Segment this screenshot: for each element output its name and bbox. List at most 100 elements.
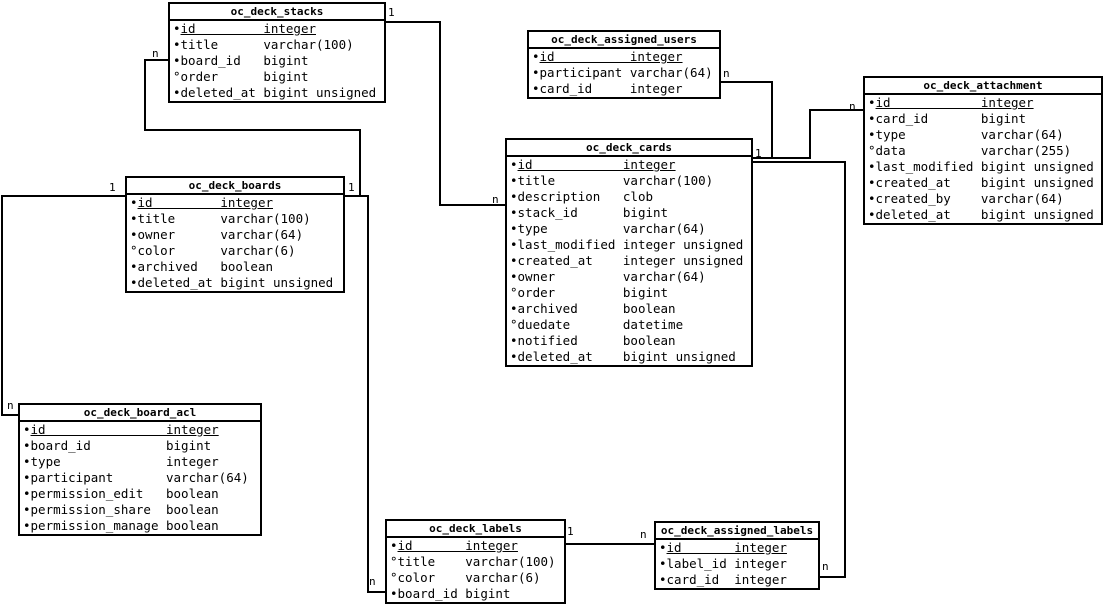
table-oc-deck-cards: oc_deck_cards •id integer•title varchar(…: [505, 138, 753, 367]
field-name-and-type: archived boolean: [517, 301, 676, 316]
field-name-and-type: permission_edit boolean: [30, 486, 219, 501]
field-row: °data varchar(255): [865, 143, 1101, 159]
field-name-and-type: card_id bigint: [875, 111, 1027, 126]
field-name-and-type: color varchar(6): [397, 570, 541, 585]
table-fields: •id integer°title varchar(100)°color var…: [387, 538, 564, 602]
cardinality-label: 1: [348, 181, 355, 194]
cardinality-label: 1: [755, 147, 762, 160]
required-bullet-icon: •: [130, 275, 138, 290]
field-name-and-type: color varchar(6): [137, 243, 296, 258]
required-bullet-icon: •: [510, 237, 518, 252]
field-row: °color varchar(6): [387, 570, 564, 586]
required-bullet-icon: •: [659, 556, 667, 571]
field-row: •owner varchar(64): [507, 269, 751, 285]
required-bullet-icon: •: [532, 81, 540, 96]
field-name-and-type: deleted_at bigint unsigned: [180, 85, 377, 100]
required-bullet-icon: •: [23, 486, 31, 501]
required-bullet-icon: •: [510, 189, 518, 204]
table-fields: •id integer•title varchar(100)•board_id …: [170, 21, 384, 101]
field-name-and-type: deleted_at bigint unsigned: [875, 207, 1094, 222]
cardinality-label: n: [152, 47, 159, 60]
table-title: oc_deck_boards: [127, 178, 343, 195]
connection-boards-board-acl: [1, 195, 125, 416]
required-bullet-icon: •: [510, 221, 518, 236]
field-name-and-type: owner varchar(64): [137, 227, 304, 242]
table-fields: •id integer•participant varchar(64)•card…: [529, 49, 719, 97]
required-bullet-icon: •: [390, 538, 398, 553]
field-name-and-type: type integer: [30, 454, 219, 469]
field-row: •id integer: [865, 95, 1101, 111]
field-name-and-type: id integer: [666, 540, 787, 555]
cardinality-label: n: [723, 67, 730, 80]
field-name-and-type: owner varchar(64): [517, 269, 706, 284]
required-bullet-icon: •: [510, 173, 518, 188]
field-row: •archived boolean: [127, 259, 343, 275]
field-name-and-type: stack_id bigint: [517, 205, 669, 220]
field-row: •created_at bigint unsigned: [865, 175, 1101, 191]
field-name-and-type: created_at bigint unsigned: [875, 175, 1094, 190]
field-row: •created_by varchar(64): [865, 191, 1101, 207]
table-oc-deck-assigned-labels: oc_deck_assigned_labels •id integer•labe…: [654, 521, 820, 590]
field-row: •board_id bigint: [387, 586, 564, 602]
table-title: oc_deck_board_acl: [20, 405, 260, 422]
cardinality-label: n: [849, 100, 856, 113]
required-bullet-icon: •: [23, 422, 31, 437]
field-row: •description clob: [507, 189, 751, 205]
field-row: •deleted_at bigint unsigned: [507, 349, 751, 365]
field-name-and-type: title varchar(100): [180, 37, 354, 52]
field-name-and-type: created_by varchar(64): [875, 191, 1064, 206]
nullable-bullet-icon: °: [173, 69, 181, 84]
field-row: •owner varchar(64): [127, 227, 343, 243]
field-row: °order bigint: [507, 285, 751, 301]
field-name-and-type: participant varchar(64): [539, 65, 713, 80]
field-row: •card_id integer: [529, 81, 719, 97]
field-row: •notified boolean: [507, 333, 751, 349]
required-bullet-icon: •: [23, 470, 31, 485]
required-bullet-icon: •: [659, 540, 667, 555]
table-oc-deck-attachment: oc_deck_attachment •id integer•card_id b…: [863, 76, 1103, 225]
field-row: •id integer: [170, 21, 384, 37]
field-name-and-type: title varchar(100): [397, 554, 556, 569]
cardinality-label: n: [369, 575, 376, 588]
table-title: oc_deck_cards: [507, 140, 751, 157]
field-name-and-type: type varchar(64): [517, 221, 706, 236]
connection-stacks-cards: [386, 21, 505, 206]
required-bullet-icon: •: [510, 349, 518, 364]
field-row: •participant varchar(64): [529, 65, 719, 81]
cardinality-label: 1: [388, 6, 395, 19]
table-title: oc_deck_stacks: [170, 4, 384, 21]
required-bullet-icon: •: [868, 159, 876, 174]
field-row: •title varchar(100): [170, 37, 384, 53]
required-bullet-icon: •: [173, 37, 181, 52]
table-fields: •id integer•title varchar(100)•descripti…: [507, 157, 751, 365]
cardinality-label: n: [492, 193, 499, 206]
field-name-and-type: deleted_at bigint unsigned: [137, 275, 334, 290]
field-row: •last_modified bigint unsigned: [865, 159, 1101, 175]
required-bullet-icon: •: [510, 333, 518, 348]
field-row: •id integer: [387, 538, 564, 554]
required-bullet-icon: •: [510, 253, 518, 268]
field-row: •permission_share boolean: [20, 502, 260, 518]
cardinality-label: 1: [567, 525, 574, 538]
field-row: •id integer: [20, 422, 260, 438]
field-row: •board_id bigint: [170, 53, 384, 69]
field-row: •id integer: [656, 540, 818, 556]
nullable-bullet-icon: °: [510, 285, 518, 300]
field-row: •participant varchar(64): [20, 470, 260, 486]
cardinality-label: n: [640, 528, 647, 541]
required-bullet-icon: •: [868, 127, 876, 142]
required-bullet-icon: •: [868, 111, 876, 126]
field-name-and-type: board_id bigint: [180, 53, 309, 68]
field-row: •id integer: [529, 49, 719, 65]
table-fields: •id integer•title varchar(100)•owner var…: [127, 195, 343, 291]
field-row: •type varchar(64): [507, 221, 751, 237]
field-row: •deleted_at bigint unsigned: [865, 207, 1101, 223]
required-bullet-icon: •: [130, 259, 138, 274]
field-row: •id integer: [127, 195, 343, 211]
table-oc-deck-board-acl: oc_deck_board_acl •id integer•board_id b…: [18, 403, 262, 536]
cardinality-label: n: [7, 399, 14, 412]
field-name-and-type: id integer: [397, 538, 518, 553]
field-row: •deleted_at bigint unsigned: [170, 85, 384, 101]
connection-cards-attachment: [753, 109, 863, 159]
field-name-and-type: duedate datetime: [517, 317, 684, 332]
